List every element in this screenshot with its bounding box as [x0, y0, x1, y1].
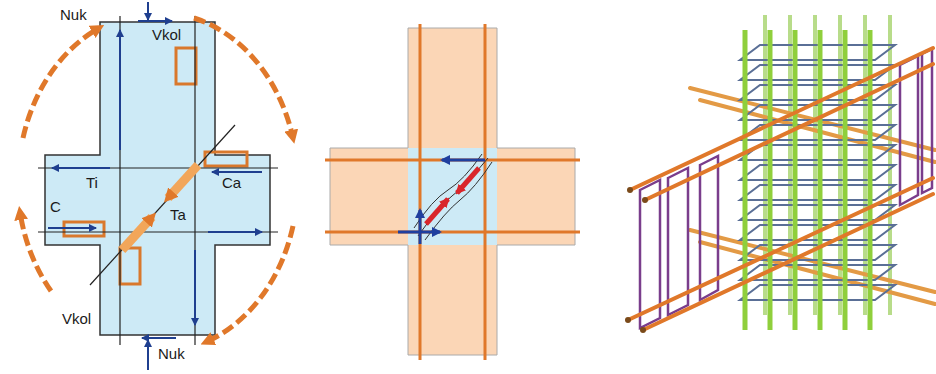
force-label: Ta: [170, 206, 186, 223]
force-label: C: [50, 198, 61, 215]
force-label: Nuk: [158, 345, 185, 362]
force-label: Vkol: [62, 310, 91, 327]
force-label: Ca: [222, 174, 241, 191]
force-label: Nuk: [60, 6, 87, 23]
force-model: [20, 2, 293, 370]
force-label: Vkol: [152, 26, 181, 43]
cracked-joint: [325, 24, 580, 360]
rebar-cage: [625, 15, 935, 333]
force-label: Ti: [86, 174, 98, 191]
